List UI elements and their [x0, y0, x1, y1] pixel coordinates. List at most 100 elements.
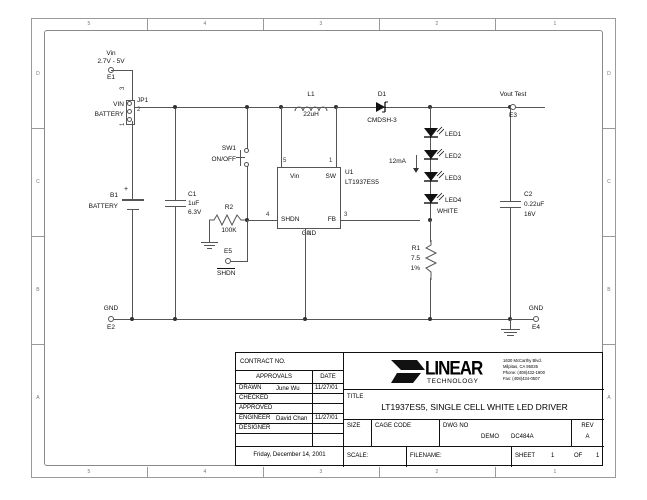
sheet-total: 1 [596, 453, 600, 459]
junction-vin-c1 [173, 105, 177, 109]
c2-value: 0.22uF [524, 201, 545, 208]
wire-vin-to-u1-pin5 [281, 107, 282, 167]
l1-ref: L1 [307, 91, 315, 98]
of-label: OF [574, 453, 583, 459]
approval-date-engineer: 11/27/01 [315, 415, 338, 421]
tb-div-rev [571, 419, 572, 446]
approval-date-drawn: 11/27/01 [315, 385, 338, 391]
earth-gnd-bar3 [507, 335, 514, 336]
d1-ref: D1 [377, 91, 387, 98]
wire-c2-bottom [510, 207, 511, 319]
wire-shdn-to-u1 [247, 220, 278, 221]
u1-pin-label-shdn: SHDN [281, 216, 300, 223]
zone-label-top-5: 5 [87, 21, 91, 27]
company-phone: Phone: (408)432-1900 [503, 370, 545, 375]
jp1-pin2-pad [127, 109, 132, 114]
tb-rule [236, 403, 343, 404]
tb-div-size [371, 419, 372, 446]
l1-inductor-symbol [294, 100, 328, 118]
cage-code-label: CAGE CODE [375, 423, 412, 429]
logo-company-sub: TECHNOLOGY [427, 378, 479, 385]
terminal-e5[interactable] [225, 258, 231, 264]
c2-rating: 16V [524, 211, 536, 218]
current-arrow-head [413, 168, 419, 173]
approval-role-checked: CHECKED [239, 395, 269, 401]
tb-rule [236, 413, 343, 414]
zone-label-top-2: 2 [435, 21, 439, 27]
zone-label-bottom-5: 5 [87, 469, 91, 475]
approval-name-drawn: June Wu [276, 386, 300, 392]
d1-value: CMDSH-3 [367, 117, 397, 124]
terminal-e4[interactable] [533, 316, 539, 322]
jp1-pin3-pad [127, 101, 132, 106]
zone-label-top-3: 3 [319, 21, 323, 27]
led3-symbol [422, 170, 445, 189]
sheet-label: SHEET [515, 453, 536, 459]
jp1-pin-2-number: 2 [137, 107, 141, 113]
terminal-e3-label: E3 [509, 112, 517, 119]
zone-tick [495, 467, 496, 478]
tb-rule [236, 370, 343, 371]
tb-rule [236, 446, 343, 447]
wire-r2-to-gndsym [209, 220, 210, 242]
sw1-pole-top[interactable] [244, 148, 249, 153]
current-arrow-shaft [416, 155, 417, 171]
c1-rating: 6.3V [188, 209, 202, 216]
vin-range-label: 2.7V - 5V [97, 58, 125, 65]
shdn-testpoint-label: SHDN [217, 268, 236, 277]
zone-label-right-D: D [607, 71, 611, 77]
dwg-no-value: DC484A [511, 434, 534, 440]
zone-label-left-D: D [36, 71, 40, 77]
led2-label: LED2 [445, 153, 462, 160]
zone-label-bottom-1: 1 [553, 469, 557, 475]
company-address-line2: Milpitas, CA 95035 [503, 364, 538, 369]
r1-ref: R1 [411, 245, 420, 252]
u1-pin-label-sw: SW [325, 173, 336, 180]
wire-fb-to-r1 [341, 220, 420, 221]
approval-role-engineer: ENGINEER [239, 415, 271, 421]
l1-value: 22uH [303, 111, 319, 118]
tb-rule [343, 446, 604, 447]
terminal-e5-label: E5 [224, 248, 232, 255]
wire-jp1-to-b1 [132, 121, 133, 201]
gnd-right-label: GND [528, 305, 544, 312]
gnd-sym-r2-bar2 [204, 245, 215, 246]
dwg-no-label: DWG NO [443, 423, 469, 429]
zone-tick [263, 467, 264, 478]
gnd-sym-r2-bar3 [207, 248, 212, 249]
zone-tick [147, 467, 148, 478]
wire-e5-stub [231, 261, 248, 262]
jp1-label-vin: VIN [113, 101, 124, 108]
c2-ref: C2 [524, 191, 533, 198]
wire-u1-gnd [305, 229, 306, 319]
approval-name-engineer: David Chan [276, 416, 308, 422]
rev-label: REV [581, 423, 594, 429]
contract-no-label: CONTRACT NO. [240, 359, 286, 365]
drawing-title: LT1937ES5, SINGLE CELL WHITE LED DRIVER [381, 402, 568, 412]
sw1-pole-bottom[interactable] [244, 162, 249, 167]
wire-l1-to-u1-pin1 [336, 107, 337, 167]
vout-test-label: Vout Test [499, 91, 527, 98]
u1-pin-label-vin: Vin [290, 173, 300, 180]
sw1-actuator[interactable] [240, 150, 241, 166]
terminal-e3[interactable] [510, 104, 516, 110]
wire-c1-bottom [175, 206, 176, 319]
scale-label: SCALE: [347, 453, 369, 459]
wire-r1-bottom [430, 278, 431, 319]
r2-resistor-symbol [209, 213, 249, 227]
c2-plate-top [500, 201, 521, 202]
u1-ic-body[interactable] [277, 167, 341, 229]
wire-e1-to-jp1 [132, 70, 133, 105]
junction-gnd-c1 [173, 317, 177, 321]
earth-gnd-bar2 [504, 332, 517, 333]
zone-tick [32, 128, 44, 129]
rev-value: A [585, 434, 590, 440]
terminal-e2[interactable] [108, 316, 114, 322]
tb-div-date-col [312, 370, 313, 446]
zone-label-top-1: 1 [553, 21, 557, 27]
approvals-label: APPROVALS [256, 374, 292, 380]
jp1-label-battery: BATTERY [94, 111, 124, 118]
terminal-e4-label: E4 [532, 324, 540, 331]
zone-label-bottom-4: 4 [203, 469, 207, 475]
size-label: SIZE [347, 423, 361, 429]
